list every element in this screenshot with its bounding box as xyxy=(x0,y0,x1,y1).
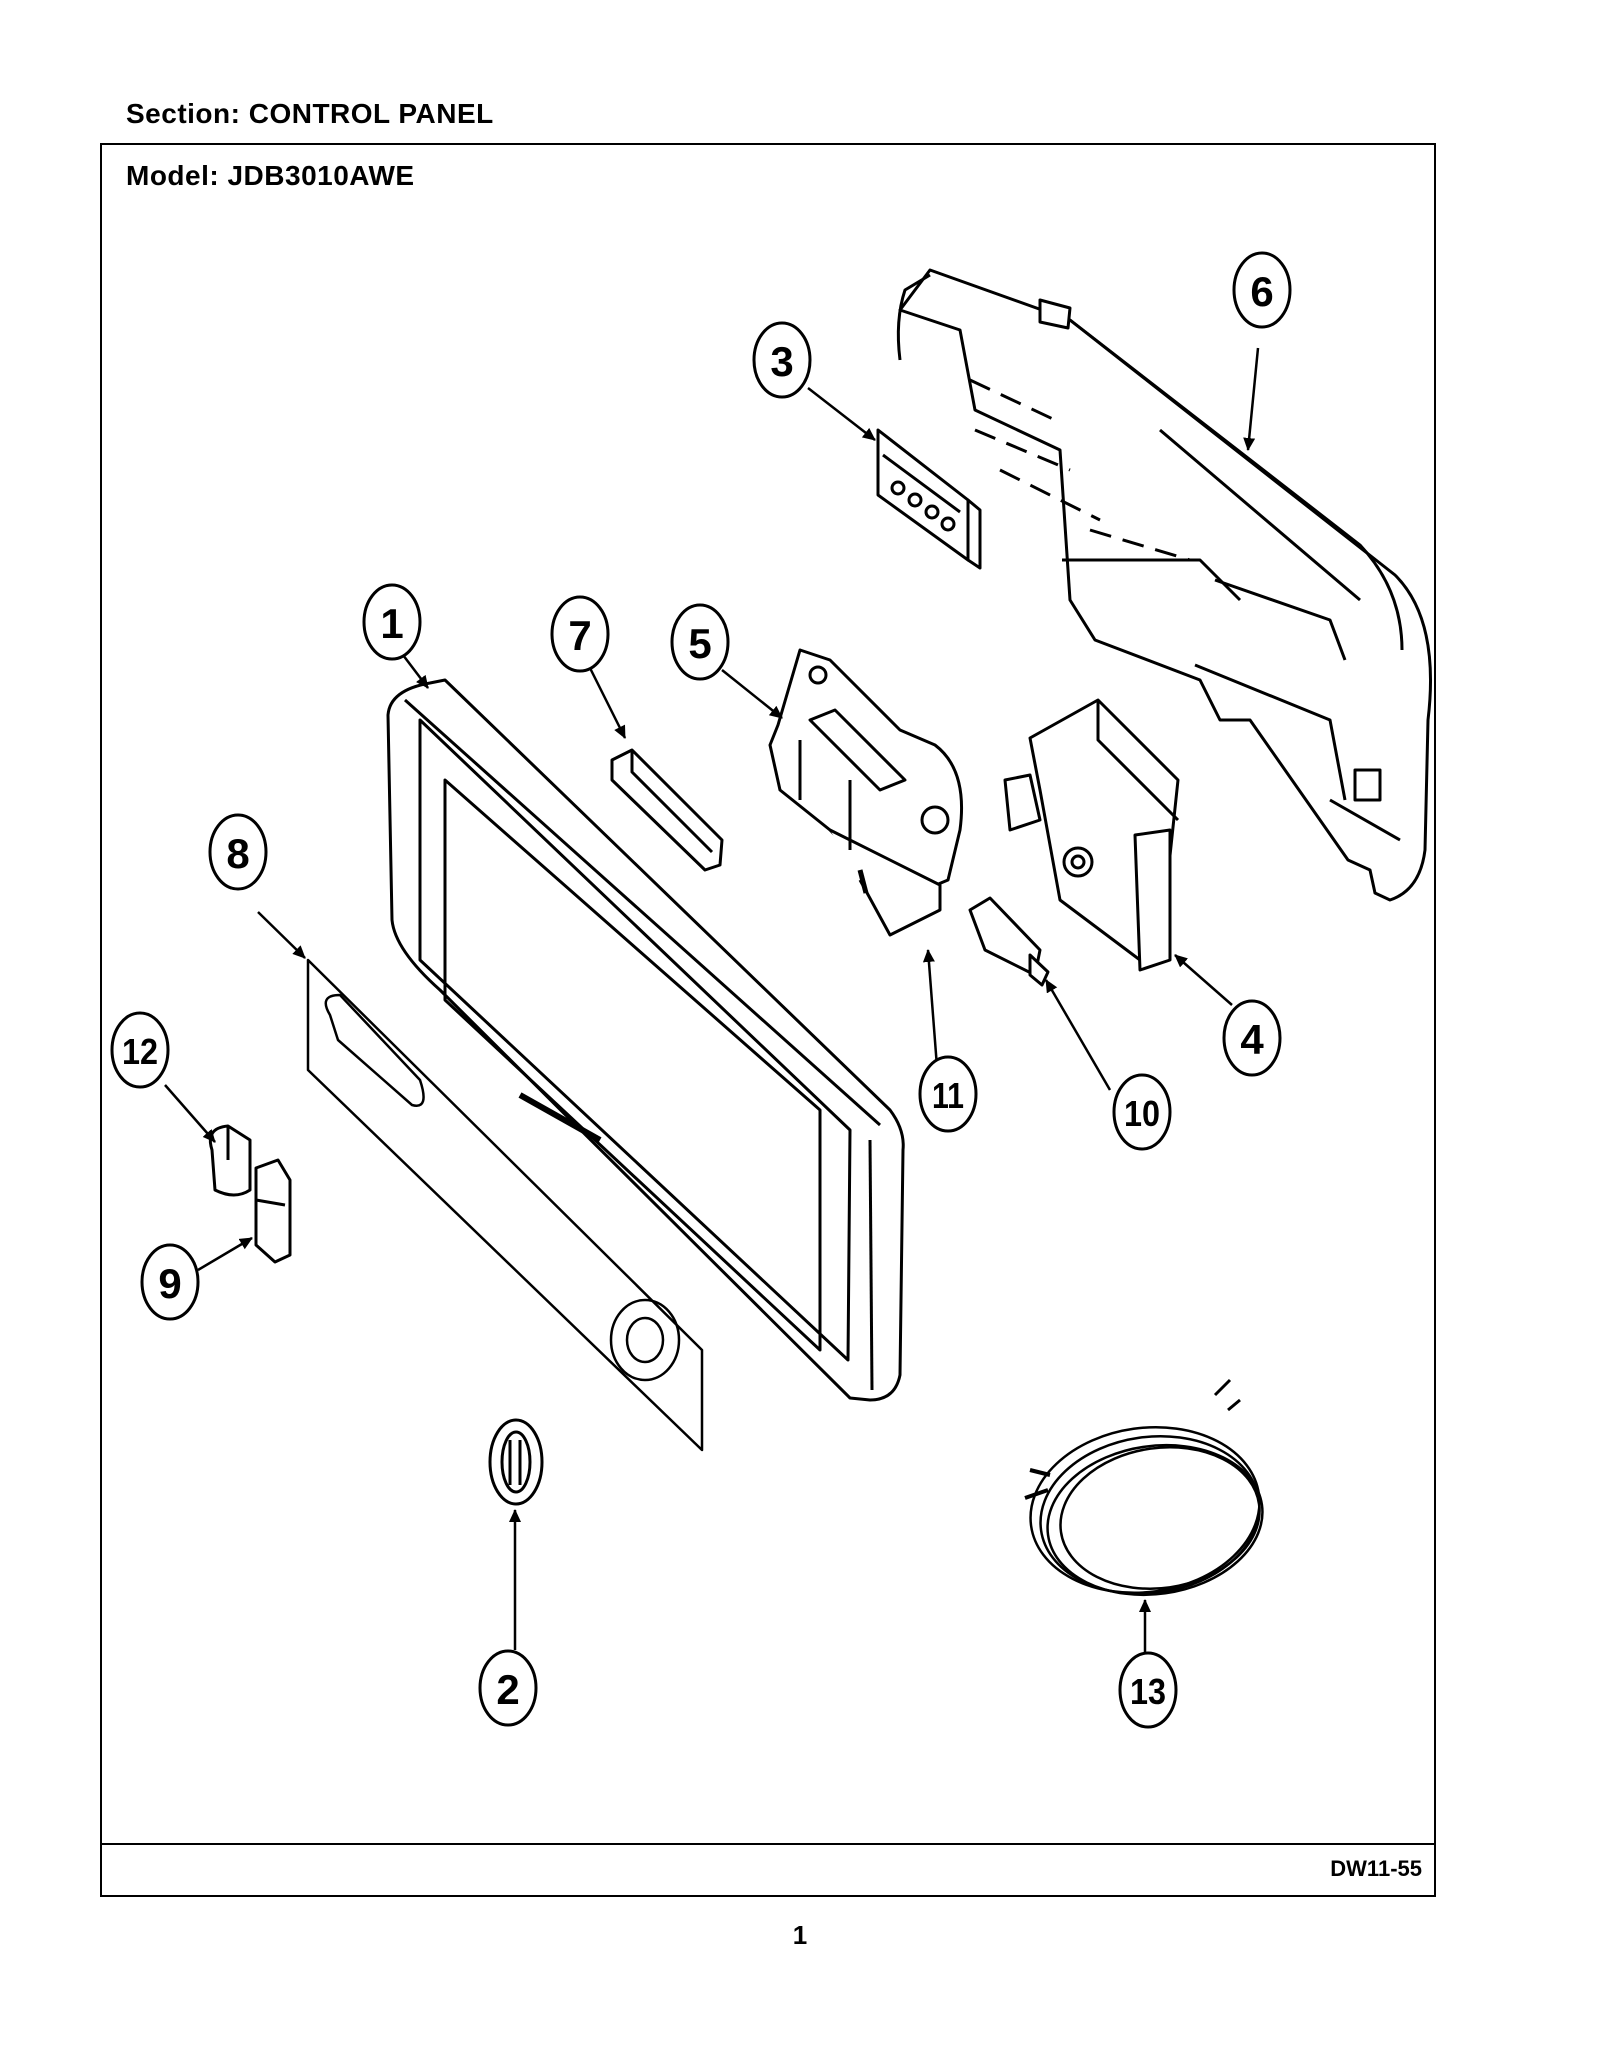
svg-text:7: 7 xyxy=(568,612,591,659)
part-3-terminal-block xyxy=(876,428,982,570)
svg-text:13: 13 xyxy=(1130,1671,1166,1712)
part-4-timer xyxy=(1003,698,1180,972)
callout-7: 7 xyxy=(550,595,610,673)
callout-leaders xyxy=(164,347,1260,1655)
callout-1: 1 xyxy=(362,583,422,661)
footer-divider xyxy=(100,1843,1436,1845)
callout-2: 2 xyxy=(478,1649,538,1727)
svg-text:2: 2 xyxy=(496,1666,519,1713)
part-2-knob xyxy=(488,1418,544,1506)
part-13-wire-harness xyxy=(1024,1378,1264,1597)
page-number: 1 xyxy=(792,1920,808,1950)
svg-text:10: 10 xyxy=(1124,1093,1160,1134)
part-10-microswitch xyxy=(968,896,1050,987)
callout-5: 5 xyxy=(670,603,730,681)
callout-9: 9 xyxy=(140,1243,200,1321)
part-7-lens xyxy=(610,748,724,872)
svg-text:1: 1 xyxy=(380,600,403,647)
callout-6: 6 xyxy=(1232,251,1292,329)
callout-10: 10 xyxy=(1112,1073,1172,1151)
callout-4: 4 xyxy=(1222,999,1282,1077)
svg-text:9: 9 xyxy=(158,1260,181,1307)
svg-text:5: 5 xyxy=(688,620,711,667)
part-5-bracket-assembly xyxy=(768,648,964,937)
callout-11: 11 xyxy=(918,1055,978,1133)
section-title: Section: CONTROL PANEL xyxy=(126,98,494,129)
svg-text:11: 11 xyxy=(932,1075,964,1116)
model-title: Model: JDB3010AWE xyxy=(126,160,415,191)
svg-text:12: 12 xyxy=(122,1031,158,1072)
part-12-button xyxy=(208,1124,252,1197)
part-6-housing xyxy=(896,268,1433,902)
svg-text:6: 6 xyxy=(1250,268,1273,315)
svg-text:4: 4 xyxy=(1240,1016,1264,1063)
callout-8: 8 xyxy=(208,813,268,891)
diagram-frame xyxy=(100,143,1436,1897)
callout-3: 3 xyxy=(752,321,812,399)
part-9-button xyxy=(254,1158,292,1264)
part-8-overlay xyxy=(306,958,704,1452)
callout-12: 12 xyxy=(110,1011,170,1089)
svg-text:8: 8 xyxy=(226,830,249,877)
diagram-code: DW11-55 xyxy=(1330,1856,1422,1881)
svg-text:3: 3 xyxy=(770,338,793,385)
callout-13: 13 xyxy=(1118,1651,1178,1729)
